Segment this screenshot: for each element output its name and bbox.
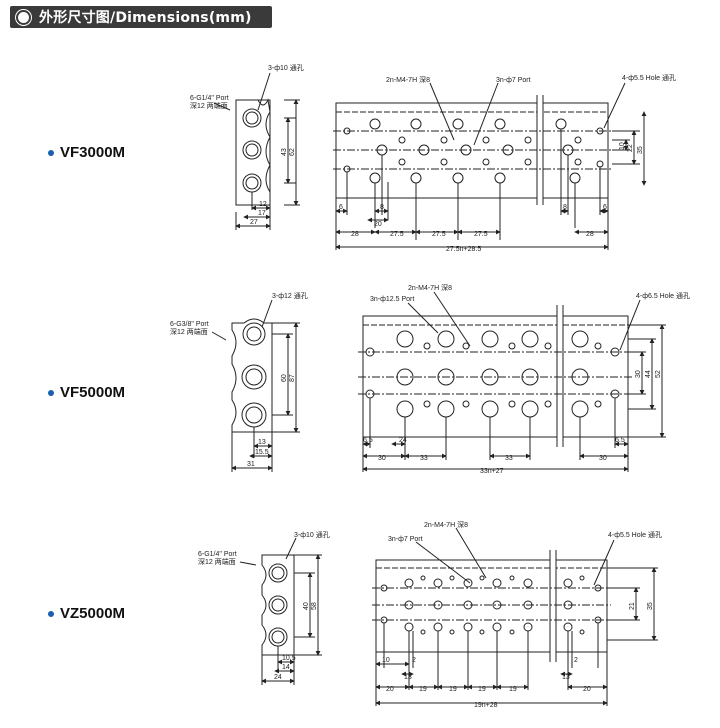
vf3000-side-view [213,72,300,230]
vz5000-side-labels: 3-ф10 通孔 6-G1/4" Port 深12 两端面 40 58 10.5… [198,530,330,681]
dim-v3: 52 [655,370,662,378]
dim-20a: 20 [386,686,394,693]
label-tapped: 2n-M4-7H 深8 [424,520,468,529]
dim-19d: 19 [509,686,517,693]
vf5000-side-labels: 3-ф12 通孔 6-G3/8" Port 深12 两端面 60 87 13 1… [170,291,308,468]
dim-6b: 6 [603,204,607,211]
label-tapped: 2n-M4-7H 深8 [408,283,452,292]
dim-total: 19n+28 [474,702,498,709]
dim-275a: 27.5 [390,231,404,238]
dim-13b: 13 [562,674,570,681]
dim-v2: 35 [647,602,654,610]
dim-33b: 33 [505,455,513,462]
dim-w1: 12 [259,201,267,208]
label-top-hole: 3-ф10 通孔 [294,530,330,539]
label-hole: 4-ф5.5 Hole 通孔 [608,530,662,539]
dim-v1: 30 [635,370,642,378]
dim-8a: 8 [380,204,384,211]
dim-8b: 8 [563,204,567,211]
dim-w3: 24 [274,674,282,681]
label-port-depth: 深12 两端面 [190,101,228,110]
label-top-hole: 3-ф10 通孔 [268,63,304,72]
dim-w2: 15.5 [255,449,269,456]
label-port-depth: 深12 两端面 [170,327,208,336]
dim-275c: 27.5 [474,231,488,238]
label-port: 3n-ф12.5 Port [370,296,414,303]
model-name: VF3000M [60,144,126,161]
bullet-dot-icon [48,610,54,617]
dim-h1: 60 [281,374,288,382]
dim-h1: 40 [303,602,310,610]
dim-6a: 6 [339,204,343,211]
vf3000-side-labels: 3-ф10 通孔 6-G1/4" Port 深12 两端面 43 62 12 1… [190,63,304,226]
dim-28a: 28 [351,231,359,238]
label-port: 3n-ф7 Port [496,77,531,84]
dim-30a: 30 [378,455,386,462]
model-name: VZ5000M [60,605,126,622]
label-port: 6-G3/8" Port [170,321,209,328]
dim-2a: 2 [412,657,416,664]
dim-24: 24 [399,437,407,444]
dim-65b: 6.5 [615,437,625,444]
header-bullet-icon [16,9,31,25]
dim-w2: 17 [258,210,266,217]
dim-19a: 19 [419,686,427,693]
dim-13a: 13 [404,674,412,681]
dim-v1: 21 [629,602,636,610]
model-label-vf3000m: VF3000M [48,144,125,161]
vf5000-front-view [358,291,666,472]
label-port-depth: 深12 两端面 [198,557,236,566]
model-label-vf5000m: VF5000M [48,384,125,401]
dim-w3: 27 [250,219,258,226]
dim-275b: 27.5 [432,231,446,238]
vz5000-front-labels: 2n-M4-7H 深8 3n-ф7 Port 4-ф5.5 Hole 通孔 21… [382,520,662,709]
label-tapped: 2n-M4-7H 深8 [386,75,430,84]
dim-19c: 19 [478,686,486,693]
label-port: 6-G1/4" Port [190,95,229,102]
model-name: VF5000M [60,384,126,401]
label-port: 3n-ф7 Port [388,536,423,543]
section-header: 外形尺寸图/Dimensions(mm) [10,6,272,28]
label-hole: 4-ф6.5 Hole 通孔 [636,291,690,300]
dim-19b: 19 [449,686,457,693]
dim-total: 33n+27 [480,468,504,475]
dim-v2: 44 [645,370,652,378]
label-hole: 4-ф5.5 Hole 通孔 [622,73,676,82]
dim-30b: 30 [599,455,607,462]
model-label-vz5000m: VZ5000M [48,605,125,622]
dim-v1: 10 [619,142,626,150]
vz5000-front-view [372,527,658,706]
dim-v2: 22 [627,144,634,152]
vf5000-side-view [211,299,300,472]
dim-20a: 20 [374,221,382,228]
dim-v3: 35 [637,146,644,154]
vz5000-side-view [239,537,322,685]
dim-33a: 33 [420,455,428,462]
label-top-hole: 3-ф12 通孔 [272,291,308,300]
dim-h2: 62 [289,148,296,156]
header-title: 外形尺寸图/Dimensions(mm) [39,10,252,26]
bullet-dot-icon [48,389,54,396]
vf5000-front-labels: 2n-M4-7H 深8 3n-ф12.5 Port 4-ф6.5 Hole 通孔… [363,283,690,475]
dim-h2: 58 [311,602,318,610]
vf3000-front-labels: 2n-M4-7H 深8 3n-ф7 Port 4-ф5.5 Hole 通孔 10… [339,73,676,253]
dim-h1: 43 [281,148,288,156]
dim-10: 10 [382,657,390,664]
dim-65a: 6.5 [363,437,373,444]
dim-w3: 31 [247,461,255,468]
dim-20b: 20 [583,686,591,693]
dim-h2: 87 [289,374,296,382]
label-port: 6-G1/4" Port [198,551,237,558]
dim-w1: 10.5 [282,655,296,662]
dim-w2: 14 [282,664,290,671]
dim-w1: 13 [258,439,266,446]
dim-total: 27.5n+28.5 [446,246,481,253]
dim-2b: 2 [574,657,578,664]
bullet-dot-icon [48,149,54,156]
vf3000-front-view [333,82,647,250]
dim-28b: 28 [586,231,594,238]
